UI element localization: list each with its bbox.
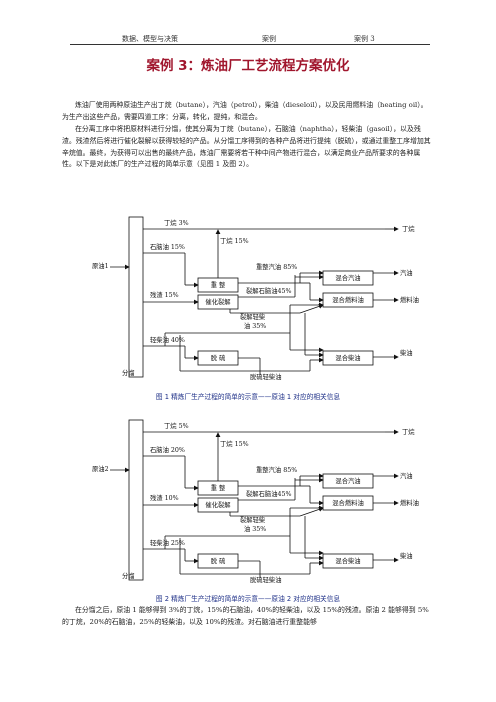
header-divider: [70, 44, 430, 45]
paragraph-1: 炼油厂使用两种原油生产出丁烷（butane），汽油（petrol），柴油（die…: [62, 101, 428, 121]
desulf-box-label: 脱 硫: [211, 353, 226, 362]
cracked-gasoil-label-2: 油 35%: [244, 321, 266, 330]
cracked-naphtha-label: 裂解石脑油45%: [246, 489, 291, 498]
reform-butane-label: 丁烷 15%: [220, 439, 249, 448]
reform-box-label: 重 整: [211, 280, 226, 289]
figure-1-caption: 图 1 精炼厂生产过程的简单的示意——原油 1 对应的相关信息: [155, 393, 341, 401]
naphtha-label: 石脑油 15%: [150, 242, 185, 251]
cracked-gasoil-label-2: 油 35%: [244, 524, 266, 533]
distillation-column: [128, 216, 144, 378]
residue-label: 残渣 15%: [150, 290, 179, 299]
petrol-output: 汽油: [400, 471, 413, 480]
reformed-label: 重整汽油 85%: [256, 465, 297, 474]
heating-output: 燃料油: [400, 498, 419, 507]
header-left: 数据、模型与决策: [122, 35, 178, 43]
naphtha-label: 石脑油 20%: [150, 445, 185, 454]
heating-output: 燃料油: [400, 295, 419, 304]
cracked-naphtha-label: 裂解石脑油45%: [246, 286, 291, 295]
header-center: 案例: [262, 35, 276, 43]
petrol-output: 汽油: [400, 268, 413, 277]
blend-petrol-box-label: 混合汽油: [335, 273, 360, 282]
reform-butane-label: 丁烷 15%: [220, 236, 249, 245]
desulf-gasoil-label: 脱硫轻柴油: [250, 372, 281, 381]
cracked-gasoil-heating-arrow: [299, 304, 324, 314]
distillation-label: 分馏: [122, 368, 135, 377]
paragraph-2: 在分离工序中将把原材料进行分馏，使其分离为丁烷（butane），石脑油（naph…: [62, 125, 431, 169]
reformed-label: 重整汽油 85%: [256, 262, 297, 271]
distillation-column: [128, 419, 144, 581]
blend-heating-box-label: 混合燃料油: [332, 295, 363, 304]
gasoil-label: 轻柴油 40%: [150, 335, 185, 344]
blend-petrol-box-label: 混合汽油: [335, 476, 360, 485]
butane-label: 丁烷 5%: [164, 421, 189, 430]
blend-heating-box-label: 混合燃料油: [332, 498, 363, 507]
crack-box-label: 催化裂解: [205, 500, 231, 509]
desulf-box-label: 脱 硫: [211, 556, 226, 565]
blend-diesel-box-label: 混合柴油: [335, 556, 360, 565]
distillation-label: 分馏: [122, 571, 135, 580]
diesel-output: 柴油: [400, 551, 413, 560]
butane-output: 丁烷: [402, 224, 415, 233]
reform-box-label: 重 整: [211, 483, 226, 492]
butane-output: 丁烷: [402, 427, 415, 436]
blend-diesel-box-label: 混合柴油: [335, 353, 360, 362]
page-title: 案例 3：炼油厂工艺流程方案优化: [146, 58, 350, 74]
butane-label: 丁烷 3%: [164, 218, 189, 227]
residue-label: 残渣 10%: [150, 493, 179, 502]
gasoil-label: 轻柴油 25%: [150, 538, 185, 547]
diesel-output: 柴油: [400, 348, 413, 357]
desulf-gasoil-label: 脱硫轻柴油: [250, 575, 281, 584]
paragraph-3: 在分馏之后，原油 1 能够得到 3%的丁烷，15%的石脑油，40%的轻柴油，以及…: [62, 606, 429, 626]
cracked-gasoil-heating-arrow: [299, 507, 324, 517]
crude-label: 原油2: [92, 464, 109, 473]
header-right: 案例 3: [354, 35, 375, 43]
cracked-gasoil-label-1: 裂解轻柴: [240, 515, 266, 524]
crude-label: 原油1: [92, 261, 109, 270]
figure-2-caption: 图 2 精炼厂生产过程的简单的示意——原油 2 对应的相关信息: [155, 595, 341, 603]
crack-box-label: 催化裂解: [205, 297, 231, 306]
cracked-gasoil-label-1: 裂解轻柴: [240, 312, 266, 321]
